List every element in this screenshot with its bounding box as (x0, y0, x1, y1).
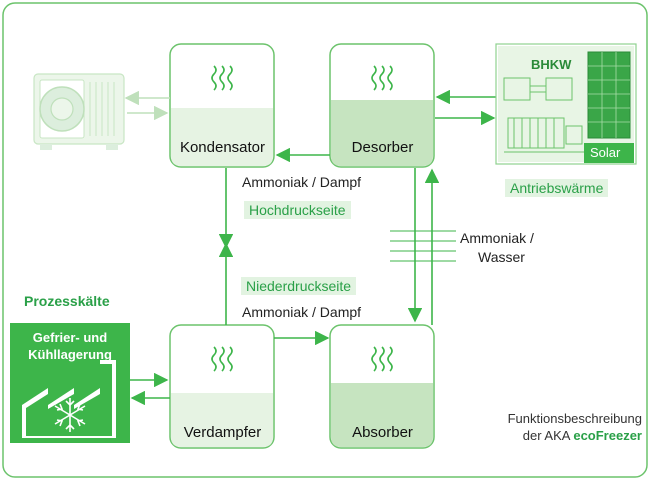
snowflake-icon (54, 398, 86, 432)
brand-name: ecoFreezer (573, 428, 642, 443)
heat-wave-icon (371, 65, 393, 91)
solution-lines (390, 230, 456, 262)
kondensator-box (169, 43, 275, 168)
outdoor-unit-icon (33, 73, 125, 150)
verdampfer-box (169, 324, 275, 449)
heat-wave-icon (211, 65, 233, 91)
bhkw-solar-panel (495, 43, 637, 165)
ammoniak-wasser-label-line1: Ammoniak / (460, 230, 534, 246)
heat-wave-icon (211, 346, 233, 372)
factory-icon (10, 323, 130, 443)
description: Funktionsbeschreibung der AKA ecoFreezer (440, 410, 642, 444)
factory-label-line2: Kühllagerung (28, 347, 112, 362)
desorber-box (329, 43, 435, 168)
description-line2: der AKA ecoFreezer (440, 427, 642, 444)
description-line1: Funktionsbeschreibung (507, 411, 642, 426)
flow-arrows (130, 89, 497, 406)
kondensator-label: Kondensator (179, 139, 266, 156)
absorber-box (329, 324, 435, 449)
desorber-label: Desorber (351, 139, 414, 156)
absorber-label: Absorber (352, 424, 413, 441)
solar-label: Solar (590, 145, 621, 160)
hochdruckseite-label: Hochdruckseite (244, 201, 351, 219)
ammoniak-dampf-top-label: Ammoniak / Dampf (242, 174, 362, 190)
bhkw-label: BHKW (531, 57, 572, 72)
ammoniak-dampf-bottom-label: Ammoniak / Dampf (242, 304, 362, 320)
ammoniak-wasser-label-line2: Wasser (478, 249, 525, 265)
niederdruckseite-label: Niederdruckseite (241, 277, 357, 295)
antriebswaerme-label: Antriebswärme (505, 179, 609, 197)
verdampfer-label: Verdampfer (183, 424, 262, 441)
factory-label-line1: Gefrier- und (32, 330, 108, 345)
heat-wave-icon (371, 346, 393, 372)
heat-rejection-arrows (124, 90, 170, 121)
prozesskaelte-label: Prozesskälte (24, 293, 110, 309)
description-prefix: der AKA (522, 428, 574, 443)
